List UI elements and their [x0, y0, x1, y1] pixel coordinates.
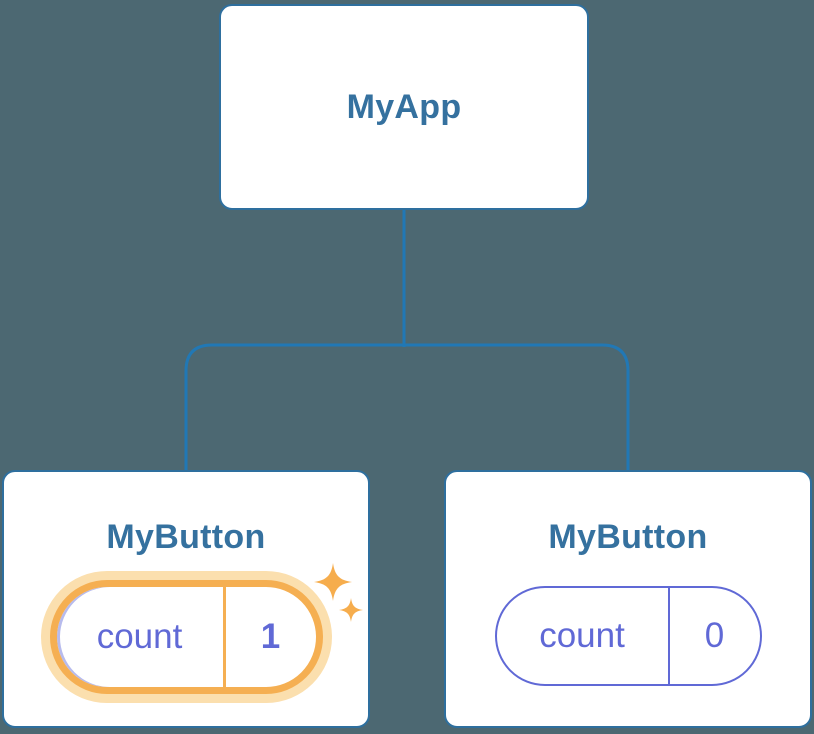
sparkle-large — [314, 563, 352, 601]
component-node-root: MyApp — [219, 4, 589, 210]
state-name: count — [96, 617, 183, 656]
sparkle-small — [339, 598, 363, 622]
component-node-mybutton-right: MyButton count 0 — [444, 470, 812, 728]
sparkles-icon — [314, 563, 363, 622]
state-pill-highlighted: count 1 — [49, 580, 323, 694]
state-value: 1 — [260, 617, 281, 656]
component-label: MyButton — [548, 518, 708, 556]
component-label: MyApp — [346, 88, 462, 126]
state-name: count — [539, 616, 625, 655]
state-pill-divider — [667, 588, 670, 684]
component-label: MyButton — [106, 518, 266, 556]
state-pill-divider — [222, 587, 226, 687]
state-pill: count 0 — [494, 586, 762, 686]
connector-branch — [184, 343, 630, 470]
component-node-mybutton-left: MyButton count 1 — [2, 470, 370, 728]
state-value: 0 — [704, 616, 725, 655]
